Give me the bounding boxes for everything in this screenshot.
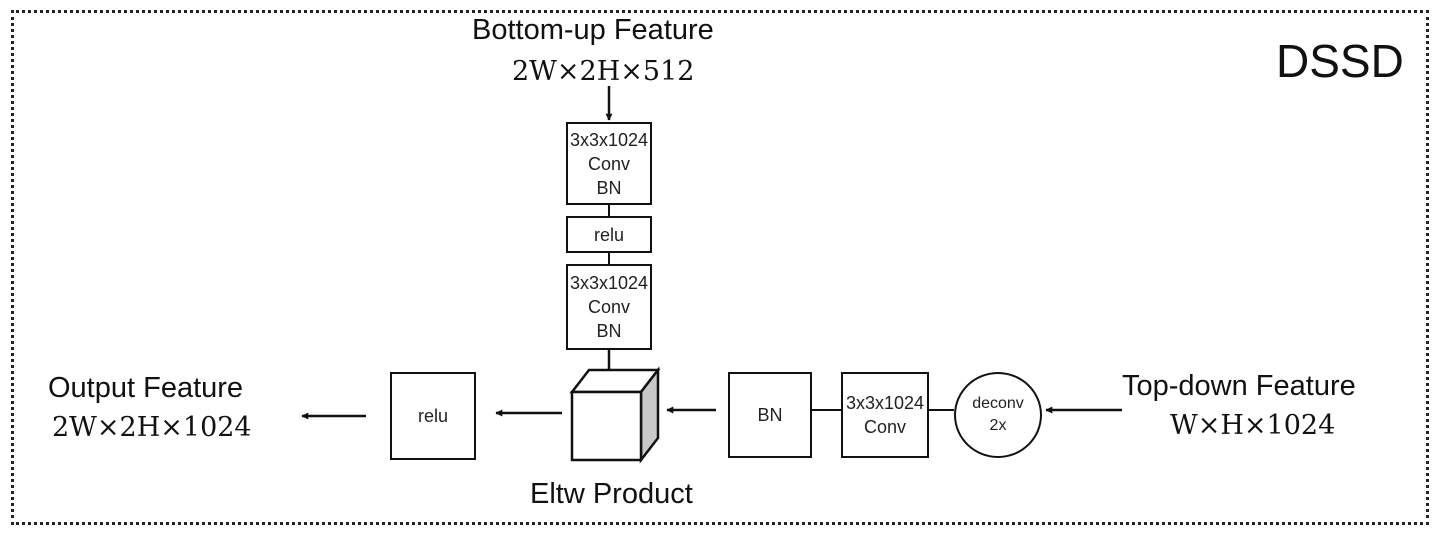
bn-label: BN — [596, 177, 622, 198]
bn-label: BN — [757, 405, 783, 425]
conv-label: Conv — [587, 297, 631, 317]
deconv-block: deconv 2x — [954, 372, 1042, 458]
bottom-up-feature-dims: 2W×2H×512 — [512, 56, 695, 87]
conv-label: Conv — [587, 153, 631, 174]
relu-label: relu — [593, 224, 624, 245]
conv-kernel-label: 3x3x1024 — [845, 393, 925, 413]
diagram-title: DSSD — [1276, 35, 1404, 87]
relu-block-top: relu — [566, 216, 652, 253]
output-feature-label: Output Feature — [48, 372, 244, 404]
bottom-up-feature-label: Bottom-up Feature — [472, 14, 714, 46]
dotted-frame — [11, 10, 1429, 525]
bn-block: BN — [728, 372, 812, 458]
deconv-scale-label: 2x — [989, 417, 1007, 434]
conv-block-bottom: 3x3x1024 Conv — [841, 372, 929, 458]
bn-label: BN — [596, 321, 622, 341]
output-feature-dims: 2W×2H×1024 — [52, 412, 252, 443]
eltw-product-label: Eltw Product — [530, 478, 693, 510]
conv-kernel-label: 3x3x1024 — [569, 273, 649, 293]
top-down-feature-dims: W×H×1024 — [1170, 410, 1336, 441]
relu-block-output: relu — [390, 372, 476, 460]
relu-label: relu — [417, 406, 448, 426]
deconv-label: deconv — [972, 395, 1024, 412]
conv-bn-block-1: 3x3x1024 Conv BN — [566, 122, 652, 205]
top-down-feature-label: Top-down Feature — [1122, 370, 1356, 402]
conv-bn-block-2: 3x3x1024 Conv BN — [566, 264, 652, 350]
conv-kernel-label: 3x3x1024 — [569, 129, 649, 150]
eltw-product-cube — [569, 366, 661, 464]
conv-label: Conv — [863, 417, 907, 437]
